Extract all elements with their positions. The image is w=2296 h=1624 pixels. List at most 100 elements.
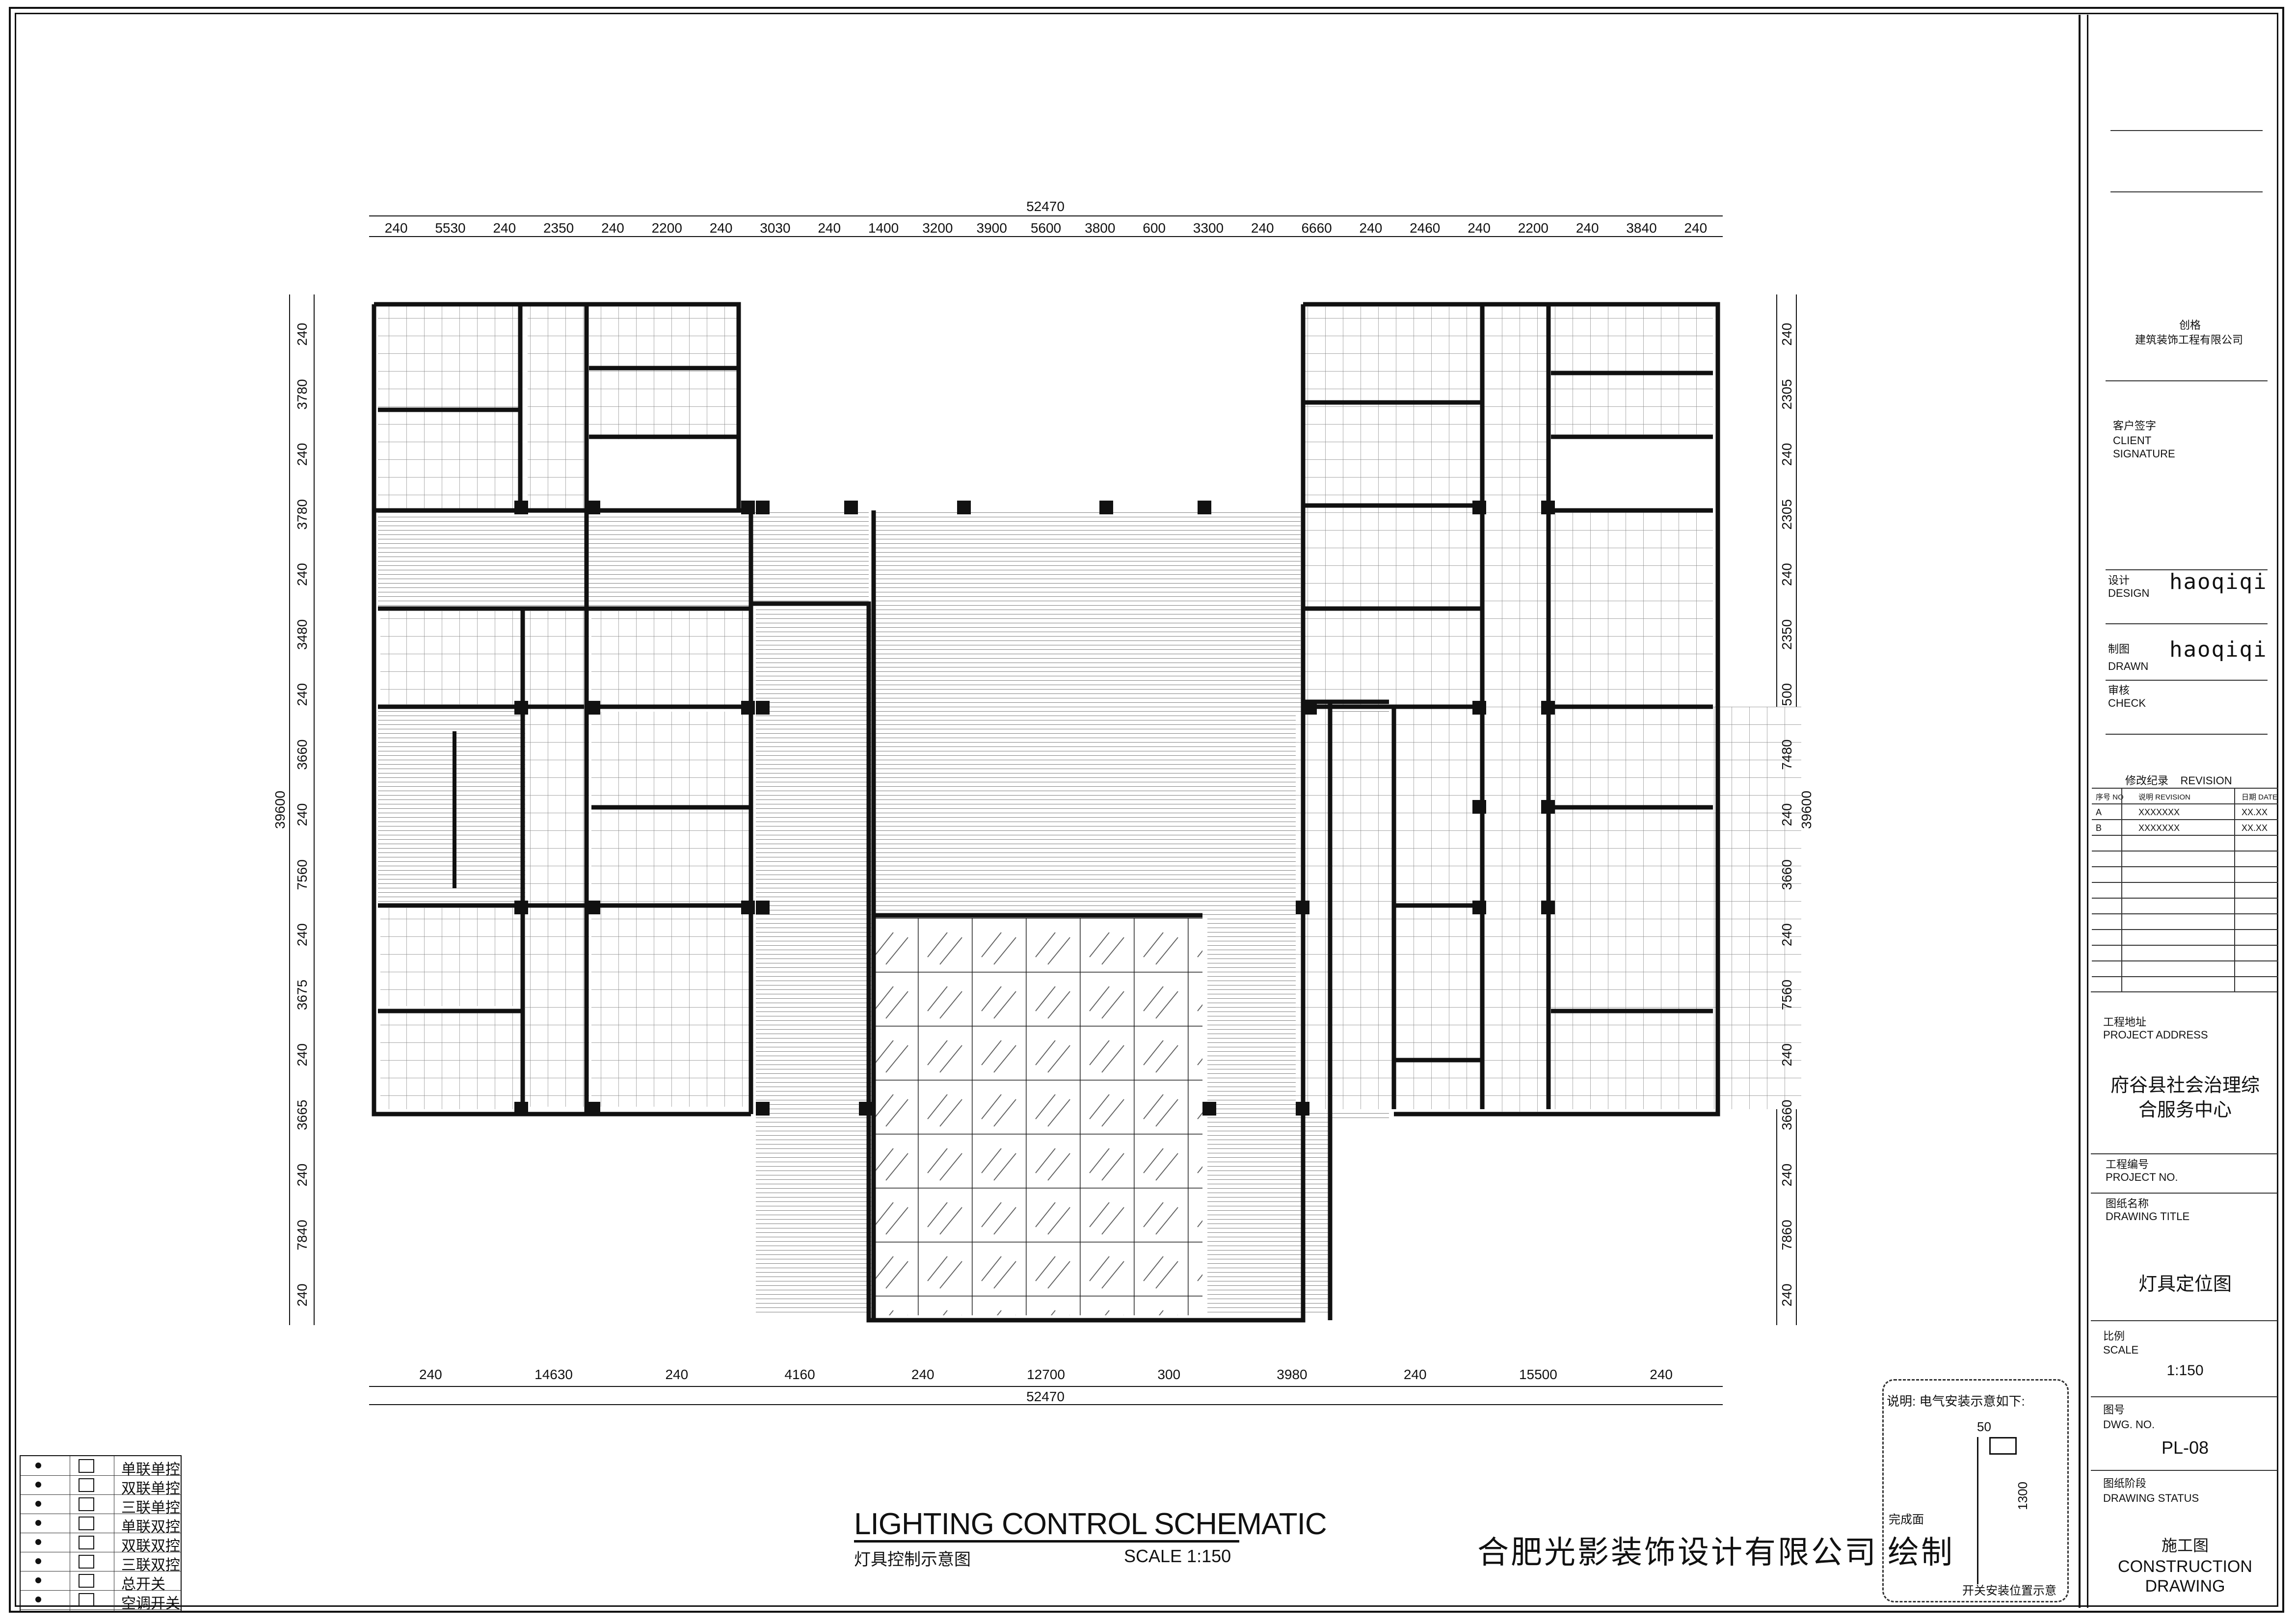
drawn-cn: 制图: [2108, 643, 2130, 655]
dim-left-3: 3780: [294, 499, 310, 530]
legend-label: 单联单控: [121, 1462, 180, 1478]
switch-dot-icon: [35, 1501, 41, 1507]
dim-top-4: 240: [601, 220, 624, 236]
drawn-name: haoqiqi: [2169, 637, 2268, 662]
dim-right-15: 7860: [1779, 1220, 1794, 1250]
rule-6: [2106, 680, 2268, 681]
revision-cell: XX.XX: [2242, 823, 2268, 833]
scale-en: SCALE: [2103, 1344, 2139, 1356]
revision-cell: 说明 REVISION: [2138, 793, 2190, 801]
rule-13: [2091, 1470, 2277, 1471]
dim-right-total: 39600: [1799, 791, 1814, 829]
dim-top-5: 2200: [652, 220, 682, 236]
drawing-subtitle: 灯具控制示意图: [854, 1550, 971, 1569]
dim-top-19: 2460: [1410, 220, 1440, 236]
dim-top-14: 600: [1143, 220, 1166, 236]
legend-label: 双联双控: [121, 1538, 180, 1554]
dim-left-4: 240: [294, 563, 310, 586]
legend-label: 单联双控: [121, 1519, 180, 1535]
dim-right-11: 7560: [1779, 980, 1794, 1010]
switch-dot-icon: [35, 1463, 41, 1468]
dim-bottom-1: 14630: [534, 1367, 573, 1382]
sheet-outer-border: [9, 7, 2284, 1613]
dim-top-11: 3900: [977, 220, 1007, 236]
legend-row: 三联单控: [21, 1494, 181, 1516]
dim-right-16: 240: [1779, 1283, 1794, 1306]
dim-top-20: 240: [1468, 220, 1491, 236]
dim-left-14: 240: [294, 1164, 310, 1187]
revision-row: [2092, 929, 2278, 946]
revision-row: [2092, 898, 2278, 914]
legend-row: 总开关: [21, 1571, 181, 1593]
rule-11: [2091, 1320, 2277, 1321]
dim-right-4: 240: [1779, 563, 1794, 586]
dim-bottom-total: 52470: [1026, 1389, 1065, 1404]
revision-cell: 日期 DATE: [2242, 793, 2278, 801]
drawing-title-value: 灯具定位图: [2138, 1274, 2232, 1295]
rule-2: [2110, 191, 2263, 192]
switch-dot-icon: [35, 1520, 41, 1526]
project-address-en: PROJECT ADDRESS: [2103, 1029, 2208, 1041]
dim-top-7: 3030: [760, 220, 790, 236]
dim-bottom-5: 12700: [1027, 1367, 1065, 1382]
status-line2: CONSTRUCTION: [2118, 1557, 2252, 1576]
revision-col-divider: [2121, 788, 2122, 992]
dim-top-22: 240: [1576, 220, 1599, 236]
revision-cell: 序号 NO: [2096, 793, 2124, 801]
dim-top-9: 1400: [868, 220, 899, 236]
dim-bottom-9: 15500: [1519, 1367, 1557, 1382]
dim-top-18: 240: [1360, 220, 1383, 236]
dim-top-0: 240: [385, 220, 408, 236]
dim-right-9: 3660: [1779, 859, 1794, 890]
dim-left-5: 3480: [294, 619, 310, 650]
rule-8: [2091, 991, 2277, 992]
revision-row: [2092, 976, 2278, 993]
dwg-no-en: DWG. NO.: [2103, 1418, 2155, 1431]
revision-cell: XXXXXXX: [2138, 807, 2180, 817]
rule-4: [2106, 569, 2268, 570]
revision-row: [2092, 866, 2278, 883]
dim-left-11: 3675: [294, 980, 310, 1010]
status-line3: DRAWING: [2145, 1577, 2225, 1596]
rule-1: [2110, 130, 2263, 131]
company-line1: 创格: [2179, 319, 2201, 331]
switch-legend: 单联单控双联单控三联单控单联双控双联双控三联双控总开关空调开关: [20, 1455, 182, 1612]
status-cn: 图纸阶段: [2103, 1477, 2147, 1490]
rule-5: [2106, 623, 2268, 624]
rule-3: [2106, 380, 2268, 381]
dim-right-13: 3660: [1779, 1100, 1794, 1130]
switch-dot-icon: [35, 1482, 41, 1488]
dim-top-12: 5600: [1031, 220, 1061, 236]
drawing-title-en: DRAWING TITLE: [2106, 1210, 2190, 1223]
revision-cell: XX.XX: [2242, 807, 2268, 817]
drawing-title: LIGHTING CONTROL SCHEMATIC: [854, 1507, 1327, 1541]
legend-label: 三联双控: [121, 1557, 180, 1573]
revision-row: [2092, 835, 2278, 852]
legend-row: 单联单控: [21, 1456, 181, 1478]
dwg-no-cn: 图号: [2103, 1404, 2125, 1416]
master-switch-icon: [79, 1574, 94, 1588]
rule-12: [2091, 1396, 2277, 1397]
client-sig-cn: 客户签字: [2113, 420, 2157, 432]
double-gang-2way-switch-icon: [79, 1536, 94, 1549]
dim-right-2: 240: [1779, 443, 1794, 466]
dim-top-23: 3840: [1626, 220, 1656, 236]
dim-top-17: 6660: [1301, 220, 1332, 236]
project-address-line1: 府谷县社会治理综: [2110, 1075, 2260, 1096]
install-wall-line: [1977, 1437, 1978, 1584]
revision-row: [2092, 945, 2278, 961]
dim-left-6: 240: [294, 683, 310, 706]
legend-label: 总开关: [121, 1576, 165, 1593]
legend-label: 双联单控: [121, 1481, 180, 1497]
dim-right-10: 240: [1779, 923, 1794, 946]
partition-wall: [453, 731, 456, 888]
install-note-box: 说明: 电气安装示意如下: 50 1300 完成面 开关安装位置示意: [1882, 1379, 2069, 1602]
rule-7: [2106, 734, 2268, 735]
dim-left-7: 3660: [294, 739, 310, 770]
install-dim-b: 1300: [2015, 1482, 2030, 1510]
structural-columns: [514, 501, 1555, 1116]
revision-header-row: 序号 NO 说明 REVISION 日期 DATE: [2092, 788, 2278, 804]
